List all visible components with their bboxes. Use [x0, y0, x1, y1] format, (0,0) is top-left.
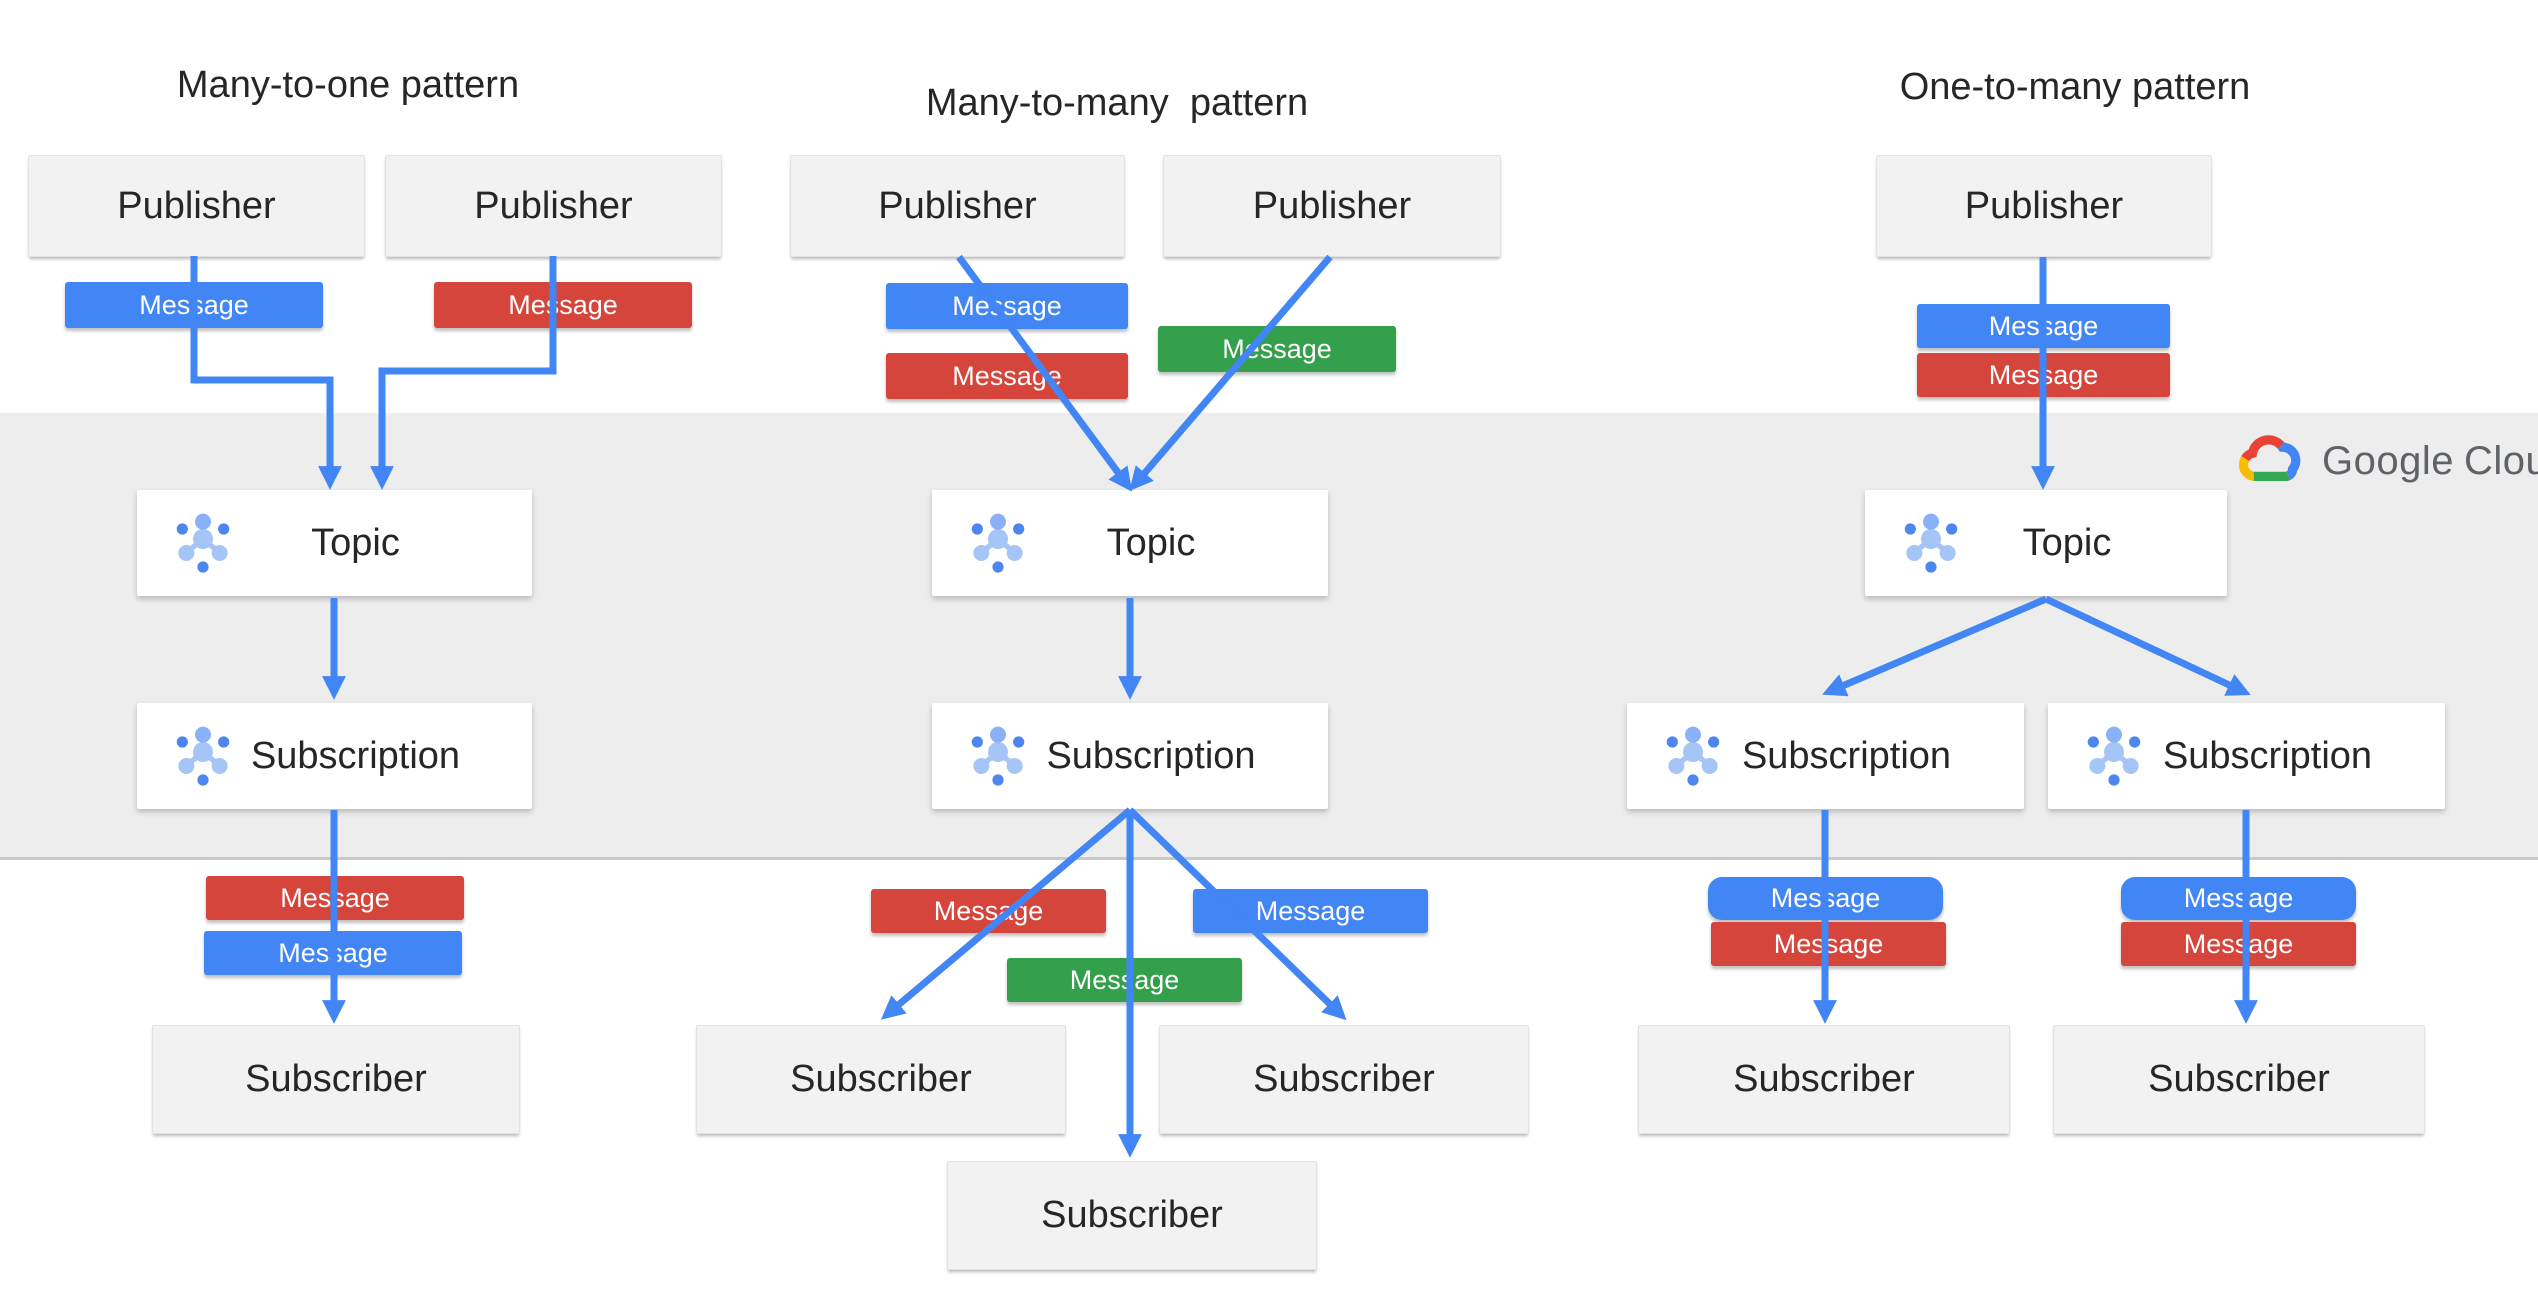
subscriber-label: Subscriber: [1253, 1058, 1435, 1100]
message-label: Message: [278, 937, 388, 968]
message-label: Message: [2183, 883, 2294, 913]
google-cloud-cloud-icon: [2238, 435, 2301, 482]
message-label: Message: [1255, 895, 1366, 926]
publisher-box: Publisher: [1163, 155, 1501, 257]
topic-box: Topic: [137, 490, 532, 596]
subscriber-label: Subscriber: [1733, 1058, 1915, 1100]
pubsub-topic-icon: [1899, 511, 1963, 575]
pubsub-subscription-icon: [1661, 724, 1725, 788]
subscription-box: Subscription: [2048, 703, 2445, 809]
message-label: Message: [1770, 883, 1881, 913]
pubsub-subscription-icon: [171, 724, 235, 788]
message-label: Message: [933, 895, 1044, 926]
topic-label: Topic: [1106, 521, 1196, 564]
subscription-box: Subscription: [932, 703, 1328, 809]
topic-box: Topic: [1865, 490, 2227, 596]
subscriber-label: Subscriber: [1041, 1194, 1223, 1236]
subscription-box: Subscription: [1627, 703, 2024, 809]
message-badge-red: Message: [2121, 922, 2356, 966]
subscriber-label: Subscriber: [790, 1058, 972, 1100]
topic-label: Topic: [2022, 521, 2112, 564]
publisher-box: Publisher: [28, 155, 365, 257]
message-label: Message: [1988, 310, 2099, 341]
publisher-box: Publisher: [790, 155, 1125, 257]
subscriber-box: Subscriber: [947, 1161, 1317, 1270]
message-badge-red: Message: [1917, 353, 2170, 397]
message-label: Message: [139, 289, 249, 320]
publisher-label: Publisher: [474, 184, 633, 227]
subscriber-label: Subscriber: [245, 1058, 427, 1100]
message-label: Message: [1773, 928, 1884, 959]
subscriber-box: Subscriber: [696, 1025, 1066, 1134]
google-cloud-logo: GoogleCloud: [2236, 432, 2538, 490]
pubsub-topic-icon: [171, 511, 235, 575]
message-label: Message: [280, 882, 390, 913]
topic-box: Topic: [932, 490, 1328, 596]
message-badge-blue: Message: [2121, 877, 2356, 920]
message-badge-blue: Message: [65, 282, 323, 328]
pattern-title-one-to-many: One-to-many pattern: [1899, 66, 2251, 108]
publisher-label: Publisher: [117, 184, 276, 227]
message-label: Message: [508, 289, 618, 320]
subscription-label: Subscription: [250, 734, 461, 777]
pattern-title-many-to-one: Many-to-one pattern: [176, 64, 520, 106]
cloud-word: Cloud: [2463, 438, 2538, 483]
subscriber-box: Subscriber: [152, 1025, 520, 1134]
message-badge-blue: Message: [204, 931, 462, 975]
publisher-label: Publisher: [1252, 184, 1412, 227]
subscriber-box: Subscriber: [2053, 1025, 2425, 1134]
message-label: Message: [1069, 964, 1180, 995]
message-badge-blue: Message: [1917, 304, 2170, 348]
message-badge-green: Message: [1158, 326, 1396, 372]
message-label: Message: [2183, 928, 2294, 959]
google-word: Google: [2322, 438, 2454, 483]
message-badge-blue: Message: [1193, 889, 1428, 933]
subscription-box: Subscription: [137, 703, 532, 809]
message-label: Message: [1988, 359, 2099, 390]
google-cloud-wordmark: GoogleCloud: [2322, 439, 2538, 484]
subscriber-box: Subscriber: [1159, 1025, 1529, 1134]
publisher-box: Publisher: [385, 155, 722, 257]
subscription-label: Subscription: [2162, 734, 2373, 777]
message-badge-red: Message: [886, 353, 1128, 399]
pubsub-topic-icon: [966, 511, 1030, 575]
publisher-box: Publisher: [1876, 155, 2212, 257]
message-label: Message: [952, 290, 1062, 321]
subscription-label: Subscription: [1741, 734, 1952, 777]
message-badge-red: Message: [434, 282, 692, 328]
topic-label: Topic: [311, 521, 400, 564]
pubsub-subscription-icon: [2082, 724, 2146, 788]
message-badge-red: Message: [871, 889, 1106, 933]
pattern-title-many-to-many: Many-to-many pattern: [925, 82, 1309, 124]
message-badge-red: Message: [1711, 922, 1946, 966]
publisher-label: Publisher: [878, 184, 1037, 227]
subscription-label: Subscription: [1046, 734, 1256, 777]
subscriber-label: Subscriber: [2148, 1058, 2330, 1100]
publisher-label: Publisher: [1964, 184, 2124, 227]
subscriber-box: Subscriber: [1638, 1025, 2010, 1134]
message-label: Message: [1222, 333, 1332, 364]
pubsub-subscription-icon: [966, 724, 1030, 788]
message-label: Message: [952, 360, 1062, 391]
message-badge-red: Message: [206, 876, 464, 920]
message-badge-blue: Message: [1708, 877, 1943, 920]
message-badge-green: Message: [1007, 958, 1242, 1002]
message-badge-blue: Message: [886, 283, 1128, 329]
